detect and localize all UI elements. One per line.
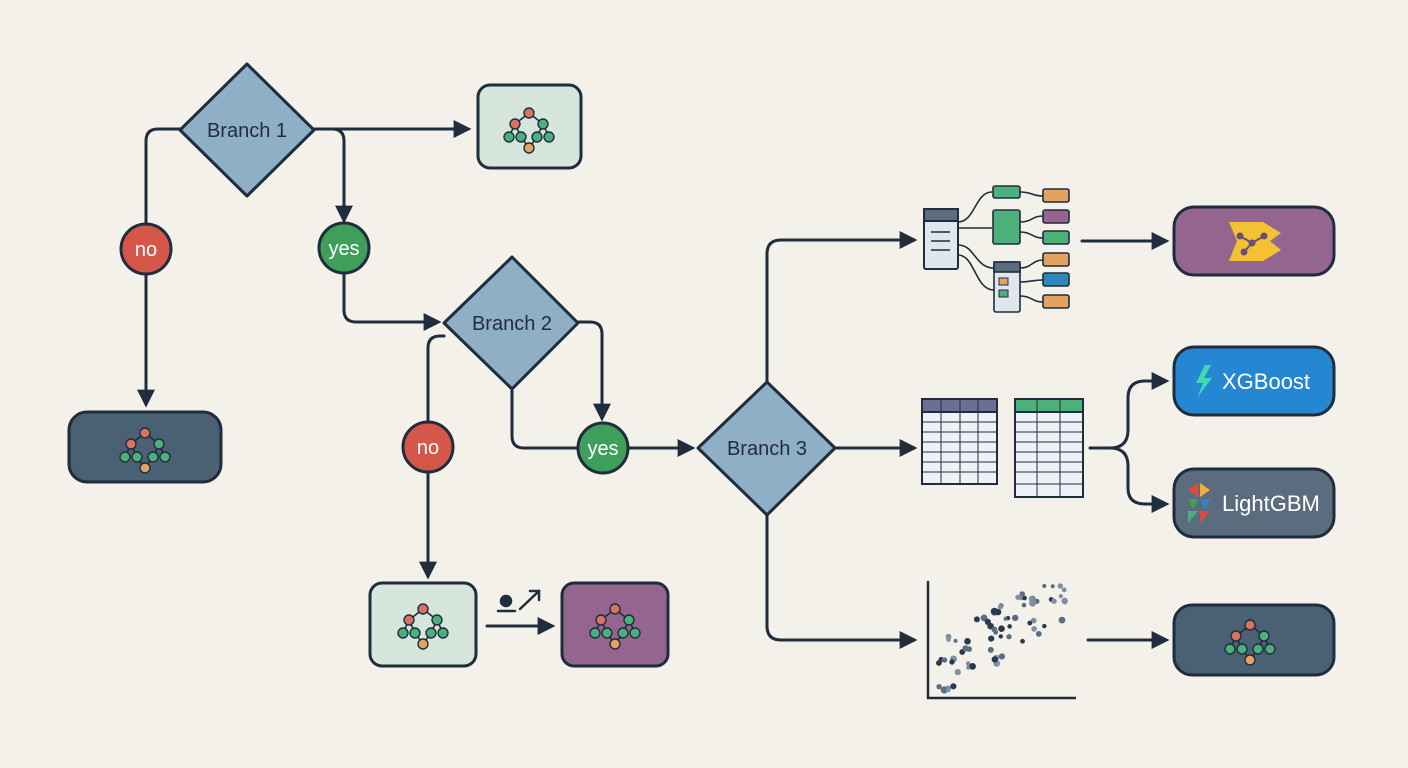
branch-1-diamond: Branch 1 bbox=[178, 62, 316, 198]
scatter-point bbox=[940, 686, 949, 694]
tree-box-slate-left bbox=[67, 410, 223, 484]
edge-b2-down bbox=[510, 386, 580, 450]
branch-2-diamond: Branch 2 bbox=[442, 255, 580, 391]
scatter-point bbox=[945, 687, 951, 693]
scatter-plot-icon bbox=[926, 581, 1076, 700]
scatter-point bbox=[1015, 594, 1021, 600]
edge-b1-yes-down bbox=[312, 127, 353, 224]
scatter-point bbox=[1031, 626, 1037, 632]
scatter-point bbox=[1027, 620, 1033, 626]
no-label-1: no bbox=[135, 239, 157, 261]
scatter-point bbox=[1030, 617, 1037, 624]
edge-b3-up bbox=[765, 231, 918, 386]
no-label-2: no bbox=[417, 437, 439, 459]
schema-diagram-icon bbox=[923, 185, 1070, 313]
tree-box-slate-right bbox=[1172, 603, 1336, 677]
scatter-point bbox=[1050, 584, 1055, 589]
scatter-point bbox=[991, 656, 998, 663]
scatter-point bbox=[991, 626, 998, 633]
scatter-point bbox=[949, 659, 955, 665]
scatter-point bbox=[1058, 594, 1063, 599]
scatter-point bbox=[1003, 616, 1008, 621]
scatter-point bbox=[1029, 599, 1037, 607]
scatter-point bbox=[1021, 602, 1027, 608]
data-table-icon bbox=[921, 398, 1084, 498]
scatter-point bbox=[954, 669, 961, 676]
scatter-point bbox=[965, 661, 971, 666]
scatter-point bbox=[1058, 616, 1066, 624]
yes-label-1: yes bbox=[328, 238, 359, 260]
scatter-point bbox=[1042, 623, 1047, 629]
scatter-point bbox=[987, 646, 994, 653]
scatter-point bbox=[998, 625, 1005, 632]
scatter-point bbox=[1061, 587, 1067, 593]
edge-b1-no bbox=[137, 127, 182, 408]
scatter-point bbox=[964, 638, 971, 645]
edge-b2-right bbox=[576, 320, 611, 422]
xgboost-box: XGBoost bbox=[1172, 345, 1336, 417]
scatter-point bbox=[1062, 600, 1068, 605]
scatter-point bbox=[997, 604, 1004, 610]
edge-tables-split bbox=[1088, 372, 1170, 450]
scatter-point bbox=[969, 663, 976, 670]
scatter-point bbox=[1006, 634, 1012, 640]
edge-b3-down bbox=[765, 512, 918, 649]
scatter-point bbox=[946, 637, 951, 642]
edge-b2-no bbox=[419, 334, 446, 580]
scatter-point bbox=[973, 616, 980, 623]
tree-box-mint-bottom bbox=[368, 581, 478, 668]
tree-box-top bbox=[476, 83, 583, 170]
lightgbm-box: LightGBM bbox=[1172, 467, 1336, 539]
scatter-point bbox=[1019, 591, 1025, 597]
scatter-point bbox=[936, 660, 942, 666]
scatter-point bbox=[1022, 595, 1027, 601]
edge-tables-split-low bbox=[1108, 446, 1170, 513]
catboost-logo-icon bbox=[1229, 222, 1281, 261]
xgboost-logo-icon bbox=[1196, 365, 1212, 398]
yes-circle-2: yes bbox=[576, 421, 630, 475]
lightgbm-logo-icon bbox=[1188, 483, 1210, 523]
yes-label-2: yes bbox=[587, 438, 618, 460]
scatter-point bbox=[953, 638, 958, 643]
scatter-point bbox=[990, 607, 999, 615]
scatter-point bbox=[1007, 624, 1012, 629]
scatter-point bbox=[988, 635, 995, 642]
branch-2-label: Branch 2 bbox=[472, 313, 552, 335]
catboost-box bbox=[1172, 205, 1336, 277]
scatter-point bbox=[936, 684, 942, 690]
edge-yes-to-b2 bbox=[342, 268, 442, 331]
scatter-point bbox=[1057, 583, 1064, 589]
no-circle-1: no bbox=[119, 222, 173, 276]
scatter-point bbox=[1012, 614, 1019, 622]
scatter-point bbox=[1042, 583, 1047, 589]
branch-3-diamond: Branch 3 bbox=[696, 380, 837, 517]
branch-3-label: Branch 3 bbox=[727, 438, 807, 460]
yes-circle-1: yes bbox=[317, 221, 371, 275]
scatter-point bbox=[1020, 638, 1025, 644]
scatter-point bbox=[1051, 598, 1057, 604]
tree-box-purple-bottom bbox=[560, 581, 670, 668]
scatter-point bbox=[980, 614, 988, 622]
connectors bbox=[137, 120, 1170, 649]
xgboost-label: XGBoost bbox=[1222, 369, 1310, 394]
no-circle-2: no bbox=[401, 420, 455, 474]
scatter-point bbox=[962, 645, 969, 652]
scatter-point bbox=[998, 634, 1003, 639]
scatter-point bbox=[1035, 631, 1042, 637]
scatter-point bbox=[984, 618, 991, 626]
scatter-point bbox=[998, 653, 1006, 660]
transfer-icon bbox=[496, 589, 541, 613]
branch-1-label: Branch 1 bbox=[207, 120, 287, 142]
scatter-point bbox=[941, 657, 948, 663]
scatter-point bbox=[950, 683, 957, 690]
lightgbm-label: LightGBM bbox=[1222, 491, 1320, 516]
